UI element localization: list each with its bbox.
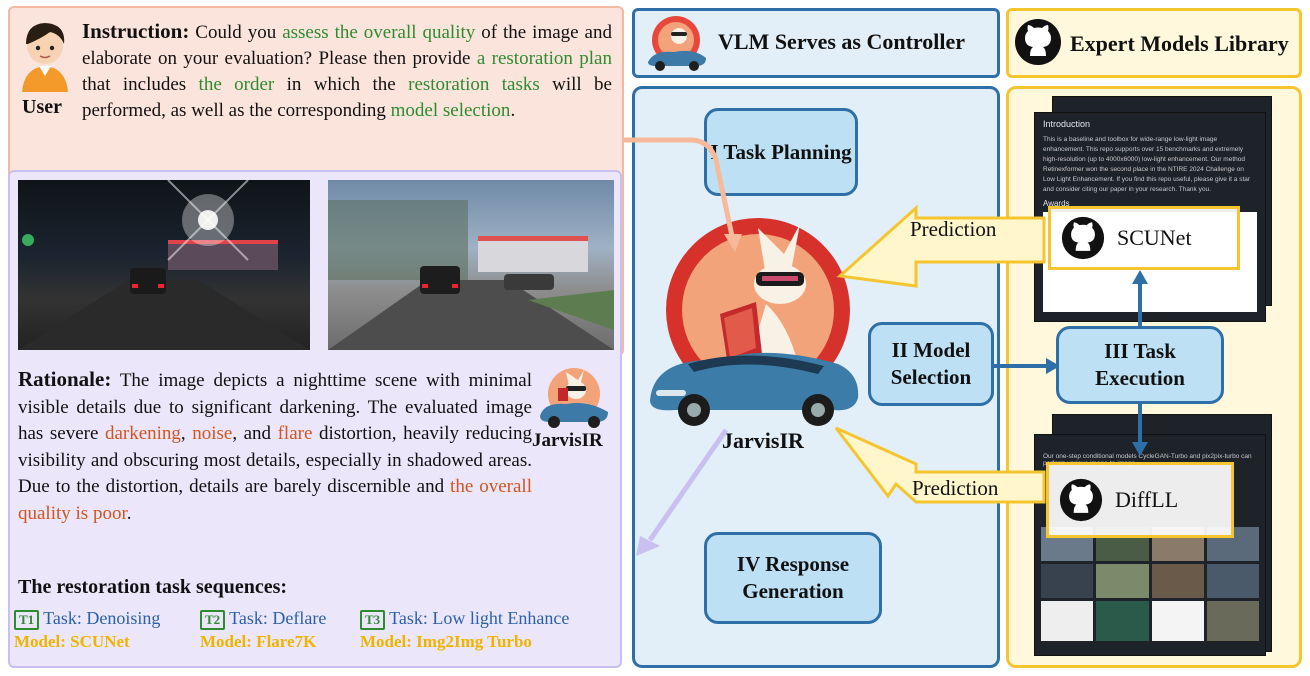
- arrow-selection-head: [1046, 358, 1060, 374]
- repo-a-text: This is a baseline and toolbox for wide-…: [1043, 136, 1251, 193]
- task-name: Task: Deflare: [229, 608, 327, 628]
- library-title: Expert Models Library: [1070, 31, 1289, 56]
- prediction-arrow-bottom: [834, 426, 1046, 504]
- prediction-label-top: Prediction: [910, 217, 997, 241]
- model-card-diffll: DiffLL: [1046, 462, 1234, 538]
- jarvisir-mascot-small-icon: [536, 366, 612, 428]
- jarvisir-label: JarvisIR: [722, 428, 804, 453]
- arrow-instruction-head: [724, 234, 742, 252]
- jarvisir-mascot-icon: [648, 214, 862, 428]
- user-label: User: [22, 96, 62, 118]
- task-model: Model: Img2Img Turbo: [360, 632, 532, 651]
- task-tag: T2: [200, 610, 226, 630]
- text-segment: The image depicts a nighttime scene with…: [18, 370, 532, 444]
- repo-a-awards: Awards: [1043, 199, 1070, 208]
- degraded-night-image: [18, 180, 310, 350]
- task-model: Model: Flare7K: [200, 632, 317, 651]
- prediction-arrow-top: [836, 204, 1046, 288]
- arrow-instruction-to-controller: [624, 137, 735, 237]
- instruction-lead: Instruction:: [82, 19, 190, 43]
- model-diffll-label: DiffLL: [1115, 487, 1179, 512]
- arrow-down-head: [1132, 442, 1148, 456]
- text-segment: restoration tasks: [408, 74, 540, 95]
- text-segment: will be performed, as well as the corres…: [82, 74, 612, 121]
- jarvisir-label-small: JarvisIR: [532, 430, 603, 451]
- arrow-rationale-head: [636, 536, 660, 556]
- text-segment: a restoration plan: [476, 48, 612, 69]
- model-card-scunet: SCUNet: [1048, 206, 1240, 270]
- arrow-up-head: [1132, 270, 1148, 284]
- instruction-body: Could you assess the overall quality of …: [82, 22, 612, 121]
- text-segment: noise: [192, 423, 233, 444]
- sequence-title: The restoration task sequences:: [18, 576, 288, 598]
- task-name: Task: Low light Enhance: [389, 608, 570, 628]
- controller-title: VLM Serves as Controller: [718, 29, 966, 54]
- text-segment: distortion, heavily reducing visibility …: [18, 423, 533, 497]
- restored-image: [328, 180, 614, 350]
- text-segment: flare: [277, 423, 313, 444]
- step-response-generation: IV Response Generation: [704, 532, 882, 624]
- text-segment: model selection: [390, 100, 511, 121]
- prediction-label-bottom: Prediction: [912, 476, 999, 500]
- text-segment: ,: [180, 423, 193, 444]
- text-segment: darkening: [104, 423, 181, 444]
- step-task-execution: III Task Execution: [1056, 326, 1224, 404]
- text-segment: the order: [198, 74, 275, 95]
- rationale-lead: Rationale:: [18, 367, 112, 391]
- rationale-body: The image depicts a nighttime scene with…: [18, 370, 532, 524]
- model-scunet-label: SCUNet: [1117, 225, 1192, 250]
- github-icon: [1014, 18, 1062, 66]
- jarvisir-logo-icon: [646, 14, 708, 72]
- step-task-planning: I Task Planning: [704, 108, 858, 196]
- text-segment: .: [126, 502, 132, 524]
- text-segment: assess the overall quality: [282, 22, 476, 43]
- repo-a-heading: Introduction: [1043, 119, 1091, 129]
- text-segment: the overall quality is poor: [18, 476, 532, 524]
- text-segment: , and: [232, 423, 278, 444]
- task-tag: T1: [14, 610, 40, 630]
- text-segment: in which the: [274, 74, 409, 95]
- github-icon: [1059, 478, 1103, 522]
- rationale-text: Rationale: The image depicts a nighttime…: [18, 366, 532, 527]
- arrow-controller-to-rationale: [647, 428, 729, 542]
- text-segment: Could you: [189, 22, 283, 43]
- github-icon: [1061, 216, 1105, 260]
- task-tag: T3: [360, 610, 386, 630]
- task-name: Task: Denoising: [43, 608, 161, 628]
- text-segment: of the image and elaborate on your evalu…: [82, 22, 612, 69]
- text-segment: .: [510, 100, 516, 121]
- task-model: Model: SCUNet: [14, 632, 130, 651]
- text-segment: that includes: [82, 74, 199, 95]
- step-model-selection: II Model Selection: [868, 322, 994, 406]
- user-avatar-icon: [14, 14, 76, 92]
- instruction-text: Instruction: Could you assess the overal…: [82, 18, 612, 124]
